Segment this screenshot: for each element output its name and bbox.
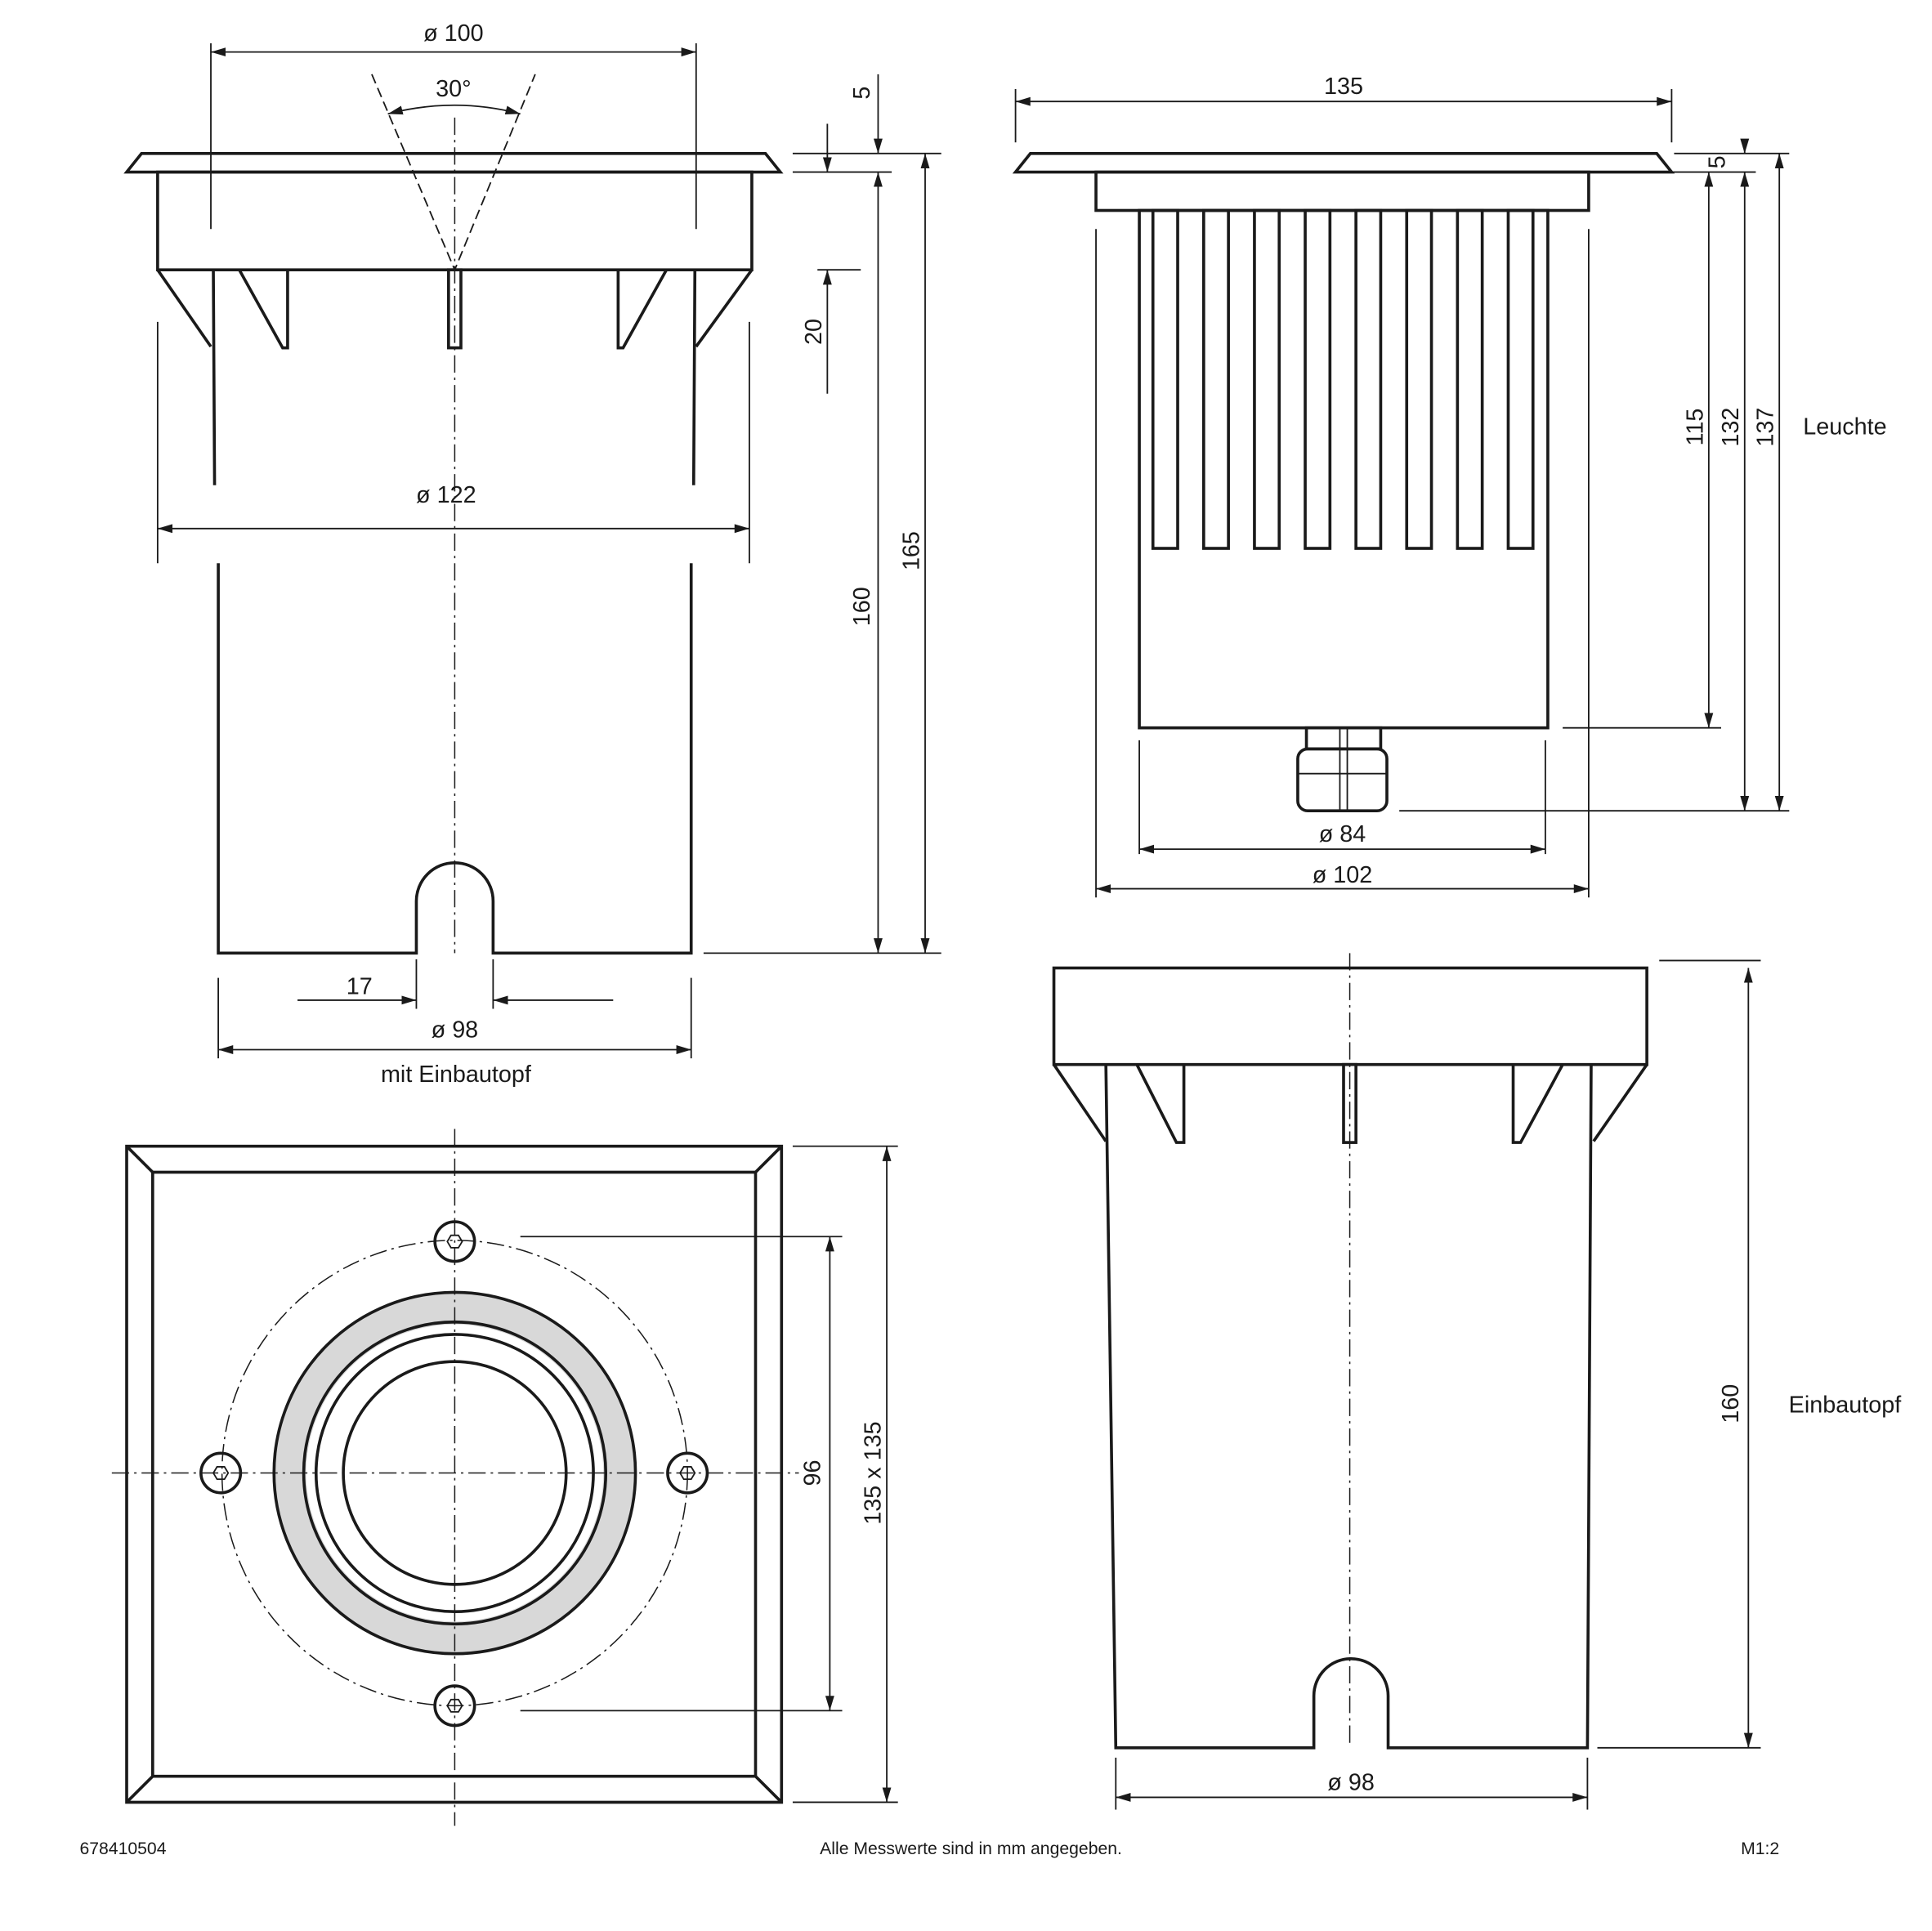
dim-137: 137 — [1753, 408, 1779, 447]
caption-mit-einbautopf: mit Einbautopf — [381, 1062, 532, 1088]
dim-132: 132 — [1718, 408, 1744, 447]
luminaire-view: 135 5 115 132 137 ø 84 ø 102 Leuchte — [1012, 74, 1887, 898]
units-note: Alle Messwerte sind in mm angegeben. — [820, 1839, 1122, 1858]
side-view-installed: ø 100 30° 5 20 ø 122 160 165 17 ø 98 mit… — [123, 20, 941, 1088]
dim-160: 160 — [849, 587, 875, 626]
dim-d98-housing: ø 98 — [1327, 1769, 1375, 1795]
dim-5-luminaire: 5 — [1705, 155, 1731, 168]
caption-einbautopf: Einbautopf — [1789, 1392, 1903, 1418]
dim-165: 165 — [898, 531, 924, 570]
dim-135: 135 — [1324, 74, 1363, 100]
caption-leuchte: Leuchte — [1803, 414, 1886, 440]
dim-135x135: 135 x 135 — [860, 1421, 886, 1524]
scale-label: M1:2 — [1741, 1839, 1779, 1858]
dim-d98: ø 98 — [432, 1017, 479, 1043]
dim-5: 5 — [849, 87, 875, 100]
dim-17: 17 — [347, 973, 373, 999]
dim-160-housing: 160 — [1718, 1384, 1744, 1424]
top-view: 96 135 x 135 — [111, 1129, 898, 1826]
dim-115: 115 — [1682, 409, 1708, 446]
dim-angle: 30° — [436, 76, 472, 102]
article-number: 678410504 — [79, 1839, 166, 1858]
dim-d102: ø 102 — [1313, 862, 1373, 888]
dim-d100: ø 100 — [423, 20, 484, 47]
dim-96: 96 — [799, 1460, 825, 1486]
dim-d84: ø 84 — [1319, 821, 1366, 847]
housing-view: 160 ø 98 Einbautopf — [1052, 953, 1903, 1810]
dim-20: 20 — [801, 319, 827, 345]
dim-d122: ø 122 — [416, 482, 476, 508]
